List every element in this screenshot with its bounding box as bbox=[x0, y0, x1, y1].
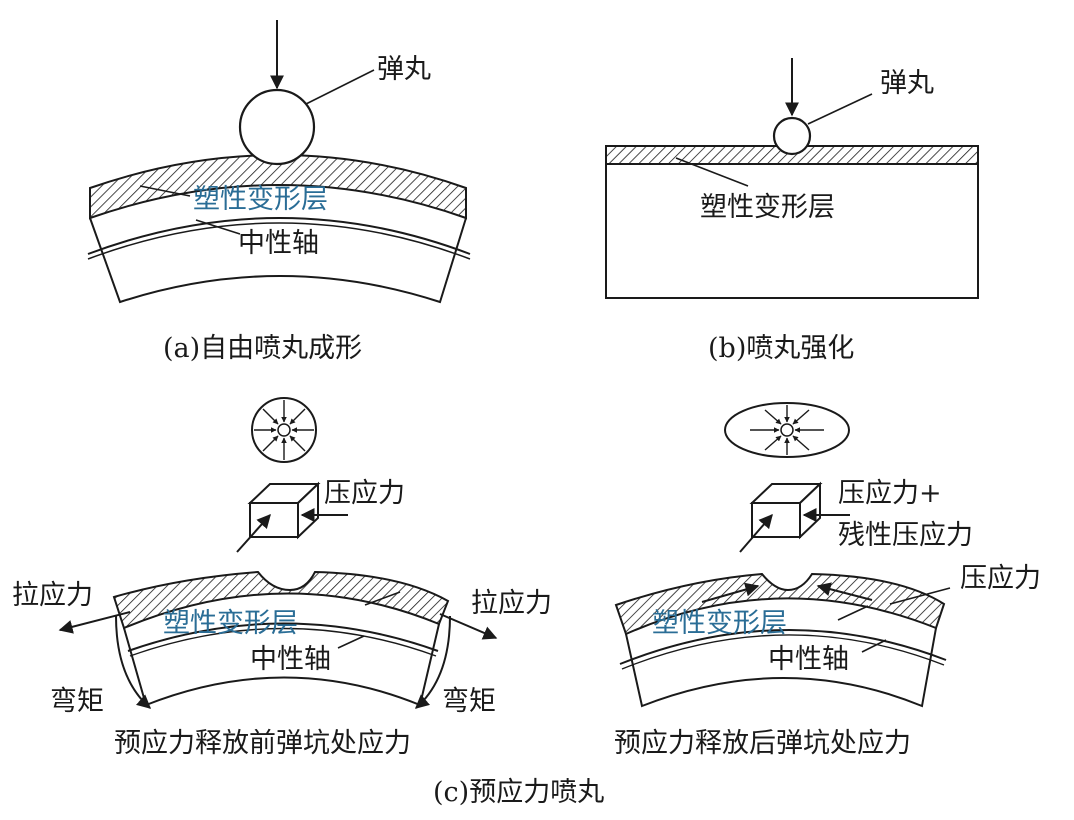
compressive-residual-label-1: 压应力+ bbox=[838, 478, 942, 509]
neutral-axis-line-inner bbox=[621, 634, 945, 670]
axis-leader bbox=[337, 635, 365, 649]
tensile-arrow-left bbox=[58, 611, 131, 634]
neutral-axis-line bbox=[127, 622, 439, 652]
subcaption-left: 预应力释放前弹坑处应力 bbox=[114, 728, 411, 759]
flat-plate-body bbox=[605, 145, 979, 299]
compressive-arrow-left bbox=[701, 582, 760, 603]
neutral-axis-label: 中性轴 bbox=[238, 228, 319, 259]
shot-label: 弹丸 bbox=[880, 68, 934, 99]
curved-plate-body bbox=[625, 627, 937, 708]
plastic-layer-label: 塑性变形层 bbox=[652, 608, 787, 639]
axis-leader bbox=[195, 219, 241, 235]
layer-leader bbox=[675, 157, 749, 187]
layer-leader bbox=[364, 591, 401, 606]
neutral-axis-label: 中性轴 bbox=[768, 644, 849, 675]
tensile-right-label: 拉应力 bbox=[471, 588, 552, 619]
moment-right-label: 弯矩 bbox=[442, 686, 496, 717]
moment-arrow-right bbox=[414, 615, 451, 709]
compressive-residual-label-2: 残性压应力 bbox=[838, 520, 973, 551]
shot-leader bbox=[807, 93, 873, 125]
plastic-deformation-layer bbox=[614, 572, 946, 636]
neutral-axis-line bbox=[87, 217, 471, 255]
caption-c: (c)预应力喷丸 bbox=[433, 777, 604, 808]
cube-arrow-in bbox=[739, 513, 773, 553]
axis-leader bbox=[861, 639, 887, 653]
plastic-layer-label: 塑性变形层 bbox=[700, 192, 835, 223]
moment-left-label: 弯矩 bbox=[50, 686, 104, 717]
curved-plate-body bbox=[123, 623, 440, 707]
isotropic-stress-circle bbox=[251, 397, 317, 463]
plastic-layer-label: 塑性变形层 bbox=[163, 608, 298, 639]
tensile-left-label: 拉应力 bbox=[12, 580, 93, 611]
subcaption-right: 预应力释放后弹坑处应力 bbox=[614, 728, 911, 759]
compressive-stress-label: 压应力 bbox=[324, 478, 405, 509]
caption-a: (a)自由喷丸成形 bbox=[163, 333, 362, 364]
neutral-axis-label: 中性轴 bbox=[250, 644, 331, 675]
plastic-layer-label: 塑性变形层 bbox=[193, 184, 328, 215]
moment-arrow-left bbox=[115, 615, 152, 709]
caption-b: (b)喷丸强化 bbox=[708, 333, 854, 364]
compressive-leader bbox=[889, 587, 951, 605]
shot-label: 弹丸 bbox=[377, 54, 431, 85]
compressive-stress-label: 压应力 bbox=[960, 563, 1041, 594]
panel-b: 弹丸 塑性变形层 (b)喷丸强化 bbox=[605, 58, 979, 364]
shot-ball bbox=[772, 116, 812, 156]
stress-cube bbox=[749, 481, 823, 540]
stress-cube bbox=[247, 481, 321, 540]
panel-c-left: 压应力 拉应力 拉应力 塑性变形层 中性轴 弯矩 弯矩 预应力释放前弹坑处应力 bbox=[12, 397, 552, 759]
panel-c-right: 压应力+ 残性压应力 压应力 塑性变形层 中性轴 预应力释放后弹坑处应力 bbox=[614, 402, 1041, 759]
neutral-axis-line-inner bbox=[129, 627, 437, 657]
anisotropic-stress-ellipse bbox=[724, 402, 850, 458]
curved-plate-body bbox=[89, 217, 467, 304]
neutral-axis-line bbox=[619, 628, 947, 665]
shot-leader bbox=[305, 69, 375, 105]
panel-a: 弹丸 塑性变形层 中性轴 (a)自由喷丸成形 bbox=[87, 20, 471, 364]
plastic-deformation-layer bbox=[112, 570, 450, 630]
layer-leader bbox=[837, 605, 869, 621]
neutral-axis-line-inner bbox=[87, 222, 471, 260]
cube-arrow-in bbox=[236, 513, 271, 553]
compressive-arrow-right bbox=[816, 582, 873, 601]
layer-leader bbox=[139, 185, 191, 197]
shot-ball bbox=[238, 88, 316, 166]
